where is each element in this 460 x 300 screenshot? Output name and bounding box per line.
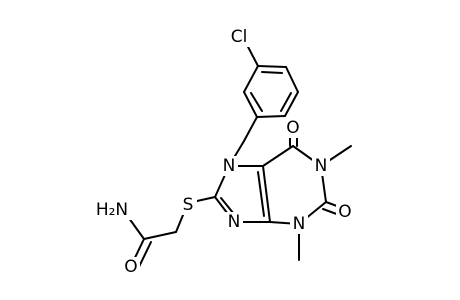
sulfur-label-bg [179, 195, 197, 215]
amide-o-label: O [124, 257, 137, 277]
n3-label: N [293, 214, 306, 234]
amide-n-label: H₂N [96, 200, 128, 220]
atom-labels: Cl N N N N O O S H₂N O [92, 27, 354, 277]
n3-label-bg [290, 214, 308, 234]
n1-label: N [315, 156, 328, 176]
sulfur-label: S [183, 195, 194, 215]
bond-ring-1-inner [261, 71, 283, 74]
bond-ring-1 [257, 65, 287, 68]
bond-c4-c5 [262, 165, 271, 223]
oxo-upper-label: O [286, 118, 299, 138]
bond-ring-ch2 [243, 116, 258, 142]
n9-label: N [228, 212, 241, 232]
bond-ring-6 [243, 65, 259, 93]
n7-label-bg [220, 156, 238, 176]
bond-ring-4 [256, 115, 286, 118]
bond-ring-3 [284, 91, 299, 117]
oxo-lower-label-bg [336, 202, 354, 222]
bond-ring-5-inner [250, 92, 263, 112]
n1-label-bg [312, 156, 330, 176]
oxo-upper-label-bg [284, 118, 302, 138]
bond-ring-2 [285, 66, 299, 93]
oxo-lower-label: O [338, 202, 351, 222]
bond-ring-3-inner [280, 92, 292, 112]
bond-c4-c5-inner [257, 171, 265, 217]
bond-c5-c6 [262, 145, 294, 167]
bond-ch2-carbonyl [143, 231, 177, 240]
bond-ring-5 [243, 91, 258, 118]
amide-o-label-bg [122, 257, 140, 277]
n7-label: N [223, 156, 236, 176]
amide-n-label-bg [92, 200, 132, 220]
n9-label-bg [225, 212, 243, 232]
chlorine-label: Cl [231, 27, 248, 47]
chlorine-label-bg [225, 27, 254, 47]
